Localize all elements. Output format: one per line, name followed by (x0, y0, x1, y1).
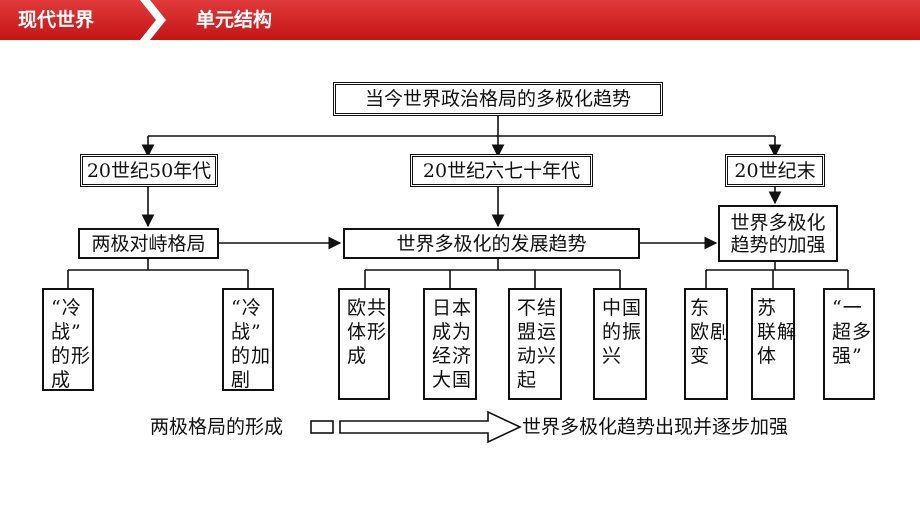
item-line: 变 (690, 345, 711, 367)
item-line: 日本 (432, 297, 473, 319)
item-line: 欧共 (347, 297, 388, 319)
item-china-rise: 中国 的振 兴 (593, 288, 647, 400)
item-line: 的振 (602, 321, 643, 343)
item-line: 中国 (602, 297, 643, 319)
unit-tab[interactable]: 单元结构 (196, 9, 273, 31)
item-line: 强” (832, 345, 863, 367)
item-line: 盟运 (517, 321, 558, 343)
item-line: 兴 (602, 345, 623, 367)
item-line: 战” (51, 321, 82, 343)
item-line: 体形 (347, 321, 388, 343)
item-cold-war-intensify: “冷 战” 的加 剧 (222, 288, 274, 391)
period-late-20th: 20世纪末 (725, 154, 825, 187)
stage3-line-2: 趋势的加强 (730, 233, 826, 256)
diagram-title: 当今世界政治格局的多极化趋势 (333, 82, 663, 116)
item-line: 体 (757, 345, 778, 367)
period-1950s: 20世纪50年代 (80, 154, 218, 187)
item-line: 的形 (51, 345, 92, 367)
stage3-line-1: 世界多极化 (730, 211, 826, 234)
stage-bipolar: 两极对峙格局 (78, 228, 219, 259)
item-cold-war-formation: “冷 战” 的形 成 (42, 288, 94, 391)
item-line: “冷 (231, 297, 262, 319)
item-eastern-europe-upheaval: 东 欧剧 变 (684, 288, 731, 400)
item-line: 剧 (231, 369, 252, 391)
period-1960s-70s: 20世纪六七十年代 (410, 154, 593, 187)
item-line: 联解 (757, 321, 798, 343)
item-japan-economic-power: 日本 成为 经济 大国 (423, 288, 477, 400)
chevron-separator-icon (140, 0, 166, 40)
item-ussr-collapse: 苏 联解 体 (751, 288, 798, 400)
trend-from-label: 两极格局的形成 (150, 416, 284, 438)
item-line: 超多 (832, 321, 873, 343)
section-tab[interactable]: 现代世界 (18, 9, 95, 31)
item-line: 不结 (517, 297, 558, 319)
stage-multipolar-strengthening: 世界多极化 趋势的加强 (718, 205, 838, 262)
item-line: 动兴 (517, 345, 558, 367)
item-line: 成为 (432, 321, 473, 343)
item-line: 战” (231, 321, 262, 343)
trend-to-label: 世界多极化趋势出现并逐步加强 (522, 416, 789, 438)
item-line: 起 (517, 369, 538, 391)
trend-arrow (310, 410, 522, 444)
item-line: “冷 (51, 297, 82, 319)
item-line: 东 (690, 297, 711, 319)
stage-multipolar-development: 世界多极化的发展趋势 (343, 228, 640, 259)
item-line: 经济 (432, 345, 473, 367)
header-bar: 现代世界 单元结构 (0, 0, 920, 40)
item-line: 苏 (757, 297, 778, 319)
item-line: 欧剧 (690, 321, 731, 343)
item-line: 成 (51, 369, 72, 391)
item-non-aligned-movement: 不结 盟运 动兴 起 (508, 288, 562, 400)
item-one-superpower-many-powers: “一 超多 强” (823, 288, 875, 400)
item-line: “一 (832, 297, 863, 319)
item-line: 成 (347, 345, 368, 367)
item-line: 的加 (231, 345, 272, 367)
item-ec-formed: 欧共 体形 成 (338, 288, 390, 400)
item-line: 大国 (432, 369, 473, 391)
